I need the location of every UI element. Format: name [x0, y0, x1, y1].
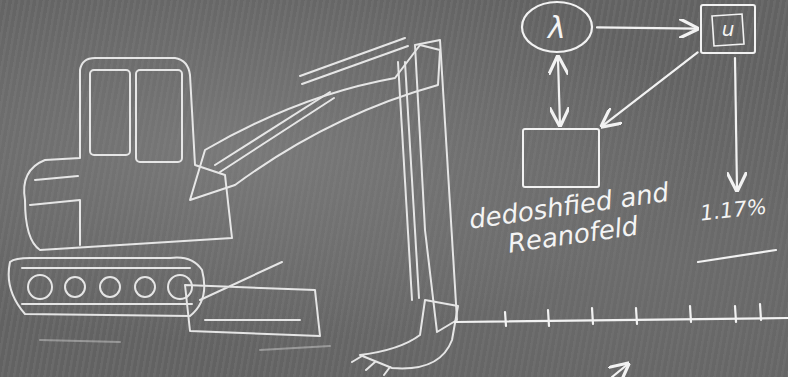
arrow-line — [735, 58, 737, 190]
upper-body — [24, 58, 232, 250]
axis-tick — [505, 304, 761, 326]
process-box: dedoshfied and Reanofeld — [522, 128, 600, 188]
value-label: 1.17% — [699, 195, 768, 226]
track-wheel — [65, 277, 85, 297]
track-outline — [9, 258, 205, 317]
track-inner — [22, 268, 192, 304]
track-wheel — [135, 277, 155, 297]
circle-outline — [522, 2, 592, 52]
dozer-blade — [185, 262, 320, 336]
arrow-connector — [597, 27, 697, 28]
arrow-connector — [558, 57, 560, 125]
unit-box: u — [700, 4, 756, 54]
lambda-circle: λ — [520, 0, 594, 54]
track-wheel — [168, 275, 192, 299]
bucket-teeth — [352, 356, 390, 375]
cab-window — [90, 70, 130, 155]
arrow-line — [612, 364, 628, 377]
handwritten-note: dedoshfied and Reanofeld — [463, 177, 679, 263]
excavator-arm — [415, 40, 457, 332]
track-wheel — [28, 275, 52, 299]
inner-box — [712, 14, 744, 46]
underline — [698, 250, 776, 262]
node-text: λ — [548, 11, 566, 44]
excavator-illustration — [9, 38, 458, 375]
arm-cylinder — [398, 62, 419, 300]
node-text: u — [722, 18, 735, 40]
boom-cylinder — [215, 38, 408, 172]
arrow-connector — [602, 52, 697, 126]
cab-window — [136, 70, 182, 162]
track-wheel — [100, 277, 120, 297]
diagram-sketch — [455, 14, 788, 377]
excavator-bucket — [360, 300, 458, 368]
engine-cover — [30, 176, 80, 245]
chalk-scribble — [40, 340, 330, 350]
